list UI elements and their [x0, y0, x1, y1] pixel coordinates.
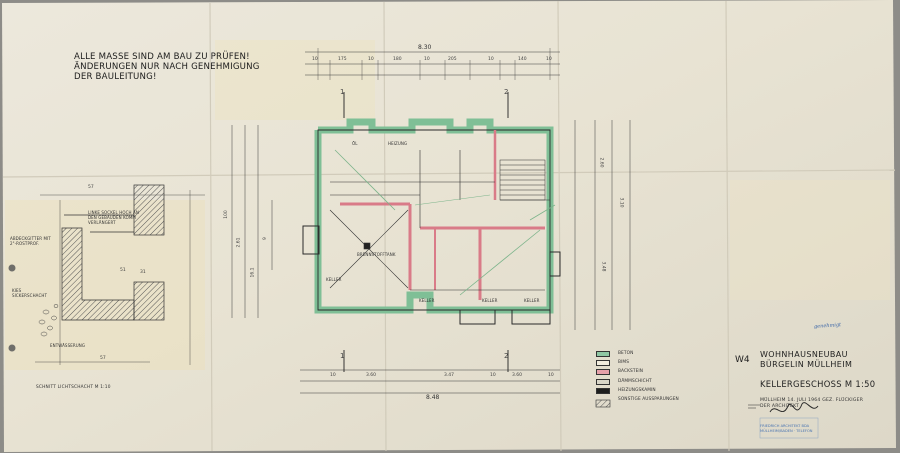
architect-label: DER ARCHITEKT [760, 404, 799, 409]
dim-left: 100 [223, 210, 229, 219]
section-mark: 2 [504, 352, 509, 360]
legend-label: BACKSTEIN [618, 369, 644, 375]
gravel-icon [38, 304, 59, 337]
dim-top: 180 [393, 57, 402, 62]
detail-dim: 31 [140, 270, 146, 275]
room-label: BRENNSTOFFTANK [357, 252, 396, 257]
detail-label-kies: KIES SICKERSCHACHT [12, 288, 47, 298]
note-line: ALLE MASSE SIND AM BAU ZU PRÜFEN! [74, 52, 250, 62]
fuel-tank-room [329, 209, 409, 289]
section-mark: 1 [340, 88, 345, 96]
dim-left: 9 [262, 237, 268, 240]
detail-dim: 51 [120, 268, 126, 273]
stamp-line-1: FRIEDRICH ARCHITEKT BDA [760, 424, 810, 428]
dim-bottom: 10 [330, 373, 336, 378]
light-well [459, 309, 496, 325]
room-label: KELLER [419, 298, 435, 303]
detail-label-entw: ENTWÄSSERUNG [50, 343, 86, 348]
legend-swatch-aussparungen [596, 397, 610, 403]
legend-swatch-daemmschicht [596, 378, 610, 385]
floor-plan [231, 48, 631, 394]
section-mark: 1 [340, 352, 345, 360]
detail-label-sockel: LINKE SOCKEL HOCH AN DEN GEBÄUDEN KOMM V… [88, 210, 139, 225]
architect-stamp: FRIEDRICH ARCHITEKT BDA MÜLLHEIM/BADEN ·… [760, 424, 875, 433]
dim-top: 10 [488, 57, 494, 62]
dim-top-total: 8.30 [418, 44, 432, 51]
dim-top: 175 [338, 57, 347, 62]
dim-bottom: 10 [490, 373, 496, 378]
room-label: ÖL [352, 141, 358, 146]
legend-swatch-heizungskamin [596, 387, 610, 394]
dim-right: 2.60 [598, 157, 604, 168]
legend-label: BETON [618, 351, 634, 356]
light-well [511, 309, 551, 325]
light-well [302, 225, 320, 255]
dim-bottom: 3.47 [444, 373, 455, 378]
dim-bottom: 10 [548, 373, 554, 378]
dim-top: 140 [518, 57, 527, 62]
project-line-1: WOHNHAUSNEUBAU [760, 350, 848, 359]
dim-top: 10 [312, 57, 318, 62]
note-line: DER BAULEITUNG! [74, 72, 157, 82]
room-label: KELLER [326, 277, 342, 282]
detail-dim: 57 [88, 185, 94, 190]
detail-label-rost: ABDECKGITTER MIT 2"-ROSTPROF. [10, 236, 51, 246]
room-label: HEIZUNG [388, 141, 408, 146]
detail-dim: 57 [100, 356, 106, 361]
legend-swatch-bims [596, 360, 610, 367]
drawing-title: KELLERGESCHOSS M 1:50 [760, 379, 876, 389]
stamp-line-2: MÜLLHEIM/BADEN · TELEFON [760, 428, 813, 433]
legend-hatch-icon [595, 399, 611, 408]
general-note: ALLE MASSE SIND AM BAU ZU PRÜFEN! ÄNDERU… [74, 52, 260, 82]
title-block: WOHNHAUSNEUBAU BÜRGELIN MÜLLHEIM KELLERG… [760, 350, 875, 433]
legend-label: HEIZUNGSKAMIN [618, 387, 656, 393]
dim-left: 2.61 [236, 237, 242, 248]
dim-bottom-total: 8.48 [426, 394, 440, 401]
dim-bottom: 3.60 [366, 373, 377, 378]
lightwell-detail [35, 184, 205, 365]
punch-hole [8, 264, 16, 272]
note-line: ÄNDERUNGEN NUR NACH GENEHMIGUNG [74, 62, 260, 72]
legend-label: SONSTIGE AUSSPARUNGEN [618, 396, 679, 402]
legend-label: BIMS [618, 360, 630, 366]
dim-top: 10 [424, 57, 430, 62]
detail-caption: SCHNITT LICHTSCHACHT M 1:10 [36, 385, 111, 390]
section-mark: 2 [504, 88, 509, 96]
punch-hole [8, 344, 16, 352]
architect-signature [769, 402, 819, 413]
drawing-marker: W4 [735, 355, 750, 365]
dim-right: 3.10 [618, 197, 624, 208]
dim-right: 3.48 [600, 261, 606, 272]
dim-top: 10 [368, 57, 374, 62]
dim-top: 10 [546, 57, 552, 62]
light-well [549, 251, 561, 277]
dated-line: MÜLLHEIM 14. JULI 1964 GEZ. FLÜCKIGER DE… [760, 398, 875, 410]
room-label: KELLER [524, 298, 540, 303]
dim-left: 16.1 [250, 267, 256, 278]
staircase [499, 159, 546, 201]
legend-swatch-beton [596, 351, 610, 357]
dim-bottom: 3.60 [512, 373, 523, 378]
dim-top: 205 [448, 57, 457, 62]
legend-label: DÄMMSCHICHT [618, 378, 652, 384]
project-line-2: BÜRGELIN MÜLLHEIM [760, 360, 853, 369]
room-label: KELLER [482, 298, 498, 303]
dated-text: MÜLLHEIM 14. JULI 1964 GEZ. FLÜCKIGER [760, 398, 864, 403]
legend-swatch-backstein [596, 369, 610, 376]
